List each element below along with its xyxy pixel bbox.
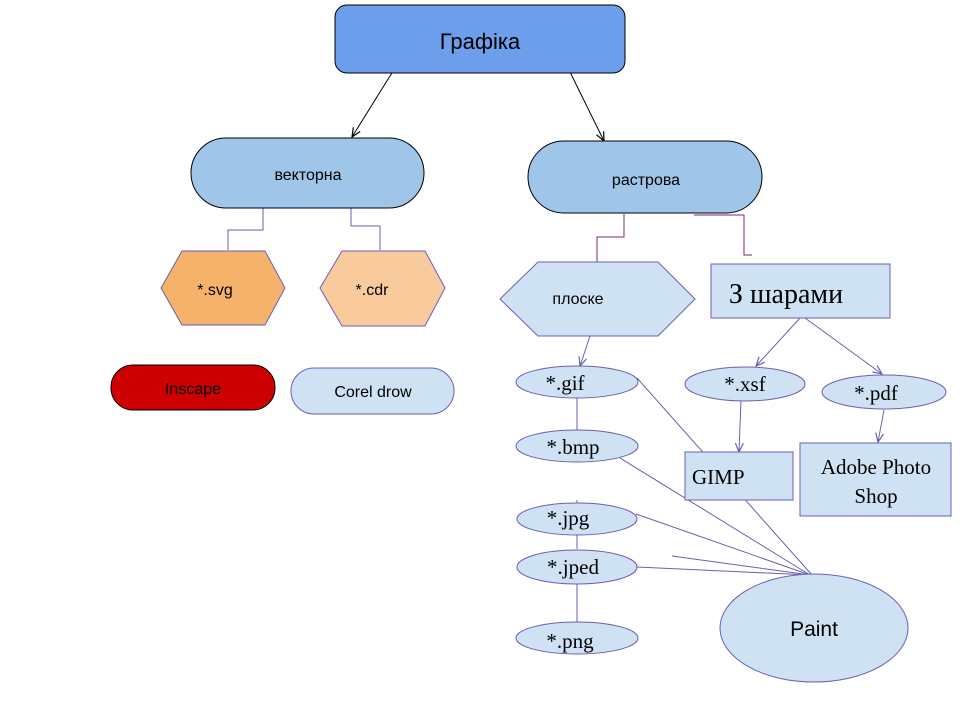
node-pdf: *.pdf [821, 374, 947, 410]
node-corel-label: Corel drow [334, 384, 412, 401]
node-xsf: *.xsf [684, 366, 806, 402]
connector-stray-to-paint [671, 555, 811, 576]
node-inscape-label: Inscape [165, 381, 221, 398]
arrow-flat-to-gif [580, 335, 591, 366]
node-gimp-label: GIMP [692, 465, 745, 489]
node-gif: *.gif [515, 365, 639, 399]
node-jpg: *.jpg [516, 502, 638, 536]
node-adobe-label-line2: Shop [854, 484, 897, 508]
arrow-xsf-to-gimp [739, 399, 741, 452]
node-png: *.png [515, 621, 639, 655]
node-png-label: *.png [546, 629, 594, 653]
node-vector-label: векторна [274, 167, 341, 184]
node-pdf-label: *.pdf [854, 381, 898, 405]
node-paint: Paint [719, 573, 909, 683]
connector-bmp-to-paint [619, 457, 811, 576]
connector-jped-to-paint [636, 566, 811, 576]
arrow-root-to-raster [569, 71, 604, 141]
connector-vector-to-svg [227, 206, 264, 250]
connector-raster-to-flat [596, 214, 625, 262]
node-root: Графіка [334, 4, 626, 74]
arrow-pdf-to-adobe [878, 409, 885, 442]
node-svg: *.svg [160, 250, 286, 326]
arrow-layers-to-xsf [756, 317, 801, 366]
node-flat-label: плоске [552, 291, 603, 308]
node-jpg-label: *.jpg [547, 506, 590, 530]
node-jped: *.jped [516, 549, 638, 585]
connectors [227, 67, 885, 622]
node-xsf-label: *.xsf [724, 372, 765, 396]
node-raster-label: растрова [612, 172, 680, 189]
node-adobe: Adobe Photo Shop [799, 442, 952, 517]
node-bmp: *.bmp [515, 429, 639, 463]
node-inscape: Inscape [110, 364, 276, 411]
node-root-label: Графіка [440, 29, 521, 54]
node-corel: Corel drow [290, 367, 455, 415]
node-jped-label: *.jped [547, 555, 599, 579]
node-layers: З шарами [710, 263, 891, 319]
node-bmp-label: *.bmp [546, 435, 599, 459]
node-flat: плоске [499, 261, 696, 337]
node-cdr: *.cdr [319, 250, 446, 327]
node-paint-label: Paint [790, 618, 838, 641]
node-svg-label: *.svg [197, 282, 233, 299]
node-adobe-label-line1: Adobe Photo [821, 455, 931, 479]
node-cdr-label: *.cdr [356, 282, 390, 299]
node-layers-label: З шарами [729, 279, 843, 310]
node-gif-label: *.gif [545, 371, 584, 395]
arrow-root-to-vector [352, 67, 396, 137]
node-vector: векторна [190, 137, 425, 209]
node-raster: растрова [527, 140, 763, 214]
connector-jpg-to-paint [635, 513, 811, 576]
connector-raster-to-layers [694, 214, 752, 256]
connector-vector-to-cdr [350, 206, 381, 250]
arrow-layers-to-pdf [804, 317, 882, 374]
node-gimp: GIMP [684, 451, 794, 501]
